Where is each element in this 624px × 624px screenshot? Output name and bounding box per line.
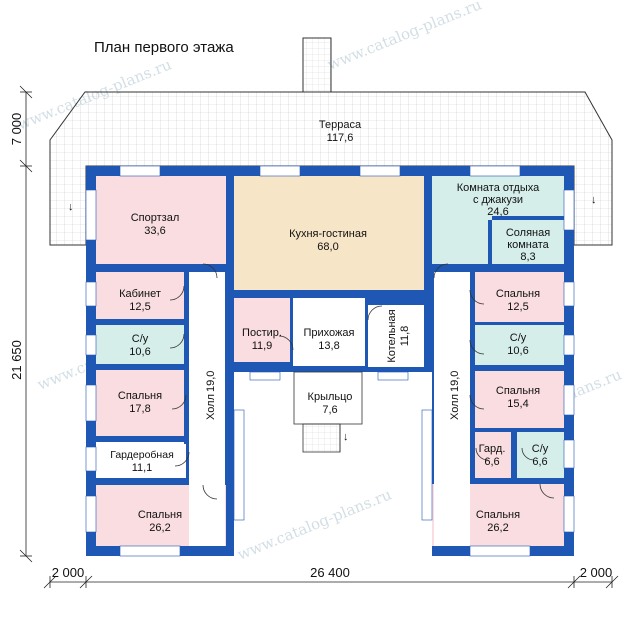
arrow-down-icon: ↓ <box>343 431 349 443</box>
porch-area: 7,6 <box>322 404 337 416</box>
bath-left-area: 10,6 <box>129 346 150 358</box>
gym-name: Спортзал <box>131 212 180 224</box>
gym-area: 33,6 <box>144 225 165 237</box>
bedroom-right-26-area: 26,2 <box>487 522 508 534</box>
bedroom-15-area: 15,4 <box>507 398 528 410</box>
bath-right-2-area: 6,6 <box>532 456 547 468</box>
windows <box>85 165 575 557</box>
dimension-labels: 7 000 21 650 2 000 26 400 2 000 <box>9 113 612 580</box>
wardrobe-left-name: Гардеробная <box>110 449 174 461</box>
bath-right-name: С/у <box>510 332 527 344</box>
bedroom-left-26-name: Спальня <box>138 509 182 521</box>
dim-bottom-left: 2 000 <box>52 565 85 580</box>
office-name: Кабинет <box>119 288 161 300</box>
arrow-down-icon: ↓ <box>591 194 597 206</box>
room-fills <box>96 176 564 546</box>
arrow-down-icon: ↓ <box>68 201 74 213</box>
porch-name: Крыльцо <box>308 391 353 403</box>
relax-area: 24,6 <box>487 206 508 218</box>
watermark: www.catalog-plans.ru <box>235 485 395 563</box>
bath-right-area: 10,6 <box>507 345 528 357</box>
hall-left-area: 19,0 <box>205 371 217 392</box>
porch: ↓ Крыльцо 7,6 <box>293 371 363 453</box>
wardrobe-right-name: Гард. <box>479 443 506 455</box>
doors <box>169 263 555 500</box>
bedroom-12-area: 12,5 <box>507 301 528 313</box>
dim-left: 21 650 <box>9 340 24 380</box>
room-labels: Спортзал 33,6 Кухня-гостиная 68,0 Комнат… <box>110 182 550 534</box>
relax-name-2: с джакузи <box>473 194 523 206</box>
bedroom-right-26-name: Спальня <box>476 509 520 521</box>
bedroom-17-name: Спальня <box>118 390 162 402</box>
pantry-area: 11,9 <box>252 340 273 352</box>
wardrobe-left-area: 11,1 <box>132 462 153 474</box>
boiler-area: 11,8 <box>399 326 411 347</box>
bedroom-15-name: Спальня <box>496 385 540 397</box>
hall-right-area: 19,0 <box>449 371 461 392</box>
dim-bottom-mid: 26 400 <box>310 565 350 580</box>
kitchen-name: Кухня-гостиная <box>289 228 367 240</box>
bath-left-name: С/у <box>132 333 149 345</box>
office-area: 12,5 <box>129 301 150 313</box>
terrace-area: 117,6 <box>327 132 354 144</box>
hall-left-name: Холл <box>205 394 217 420</box>
terrace-name: Терраса <box>319 119 362 131</box>
terrace: Терраса 117,6 ↓ ↓ <box>49 37 613 246</box>
boiler-name: Котельная <box>386 309 398 362</box>
salt-name-1: Соляная <box>506 227 550 239</box>
pantry-name: Постир. <box>242 327 282 339</box>
salt-name-2: комната <box>507 239 549 251</box>
kitchen-area: 68,0 <box>317 241 338 253</box>
bedroom-17-area: 17,8 <box>129 403 150 415</box>
dim-top: 7 000 <box>9 113 24 146</box>
dimension-lines <box>19 85 619 589</box>
relax-name-1: Комната отдыха <box>457 182 540 194</box>
wardrobe-right-area: 6,6 <box>484 456 499 468</box>
entry-name: Прихожая <box>304 327 355 339</box>
interior-walls <box>96 176 564 485</box>
plan-title: План первого этажа <box>94 39 234 56</box>
bedroom-12-name: Спальня <box>496 288 540 300</box>
bedroom-left-26-area: 26,2 <box>149 522 170 534</box>
dim-bottom-right: 2 000 <box>580 565 613 580</box>
hall-right-name: Холл <box>449 394 461 420</box>
bath-right-2-name: С/у <box>532 443 549 455</box>
entry-area: 13,8 <box>318 340 339 352</box>
watermark: www.catalog-plans.ru <box>325 0 485 74</box>
salt-area: 8,3 <box>520 251 535 263</box>
